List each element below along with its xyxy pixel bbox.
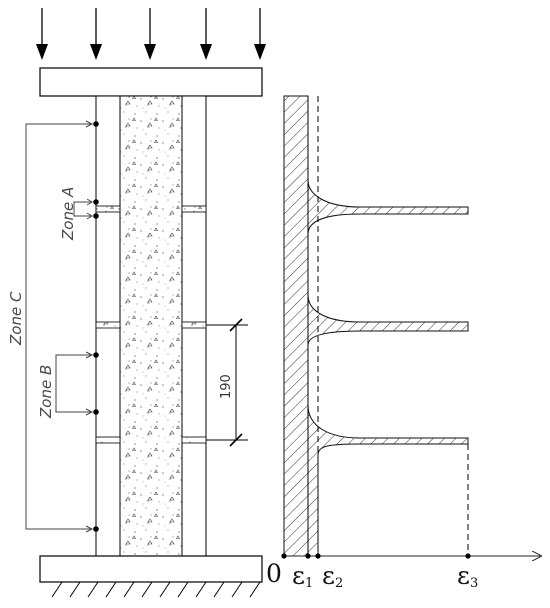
dimension-label: 190 xyxy=(219,374,234,399)
base-plate xyxy=(39,555,263,583)
gauge-points xyxy=(93,121,99,532)
load-arrow xyxy=(90,8,102,60)
load-arrow xyxy=(36,8,48,60)
zone-a-label: Zone A xyxy=(59,187,77,241)
zone-b-label: Zone B xyxy=(37,365,55,419)
top-loading-plate xyxy=(39,67,263,97)
origin-label: 0 xyxy=(266,559,282,588)
ground-hatch xyxy=(51,581,261,598)
zone-a-bracket xyxy=(73,198,93,220)
concrete-core xyxy=(119,95,183,557)
strain-distribution xyxy=(283,95,469,557)
epsilon-2-label: ε2 xyxy=(322,561,343,591)
axis-ticks xyxy=(281,553,471,559)
load-arrow xyxy=(254,8,266,60)
zone-c-bracket xyxy=(25,120,94,533)
load-arrows xyxy=(36,8,266,60)
epsilon-1-label: ε1 xyxy=(292,561,313,591)
zone-c-label: Zone C xyxy=(7,291,25,346)
load-arrow xyxy=(200,8,212,60)
column xyxy=(95,95,207,557)
dimension-line xyxy=(206,318,248,447)
zone-b-bracket xyxy=(55,351,94,416)
load-arrow xyxy=(144,8,156,60)
epsilon-3-label: ε3 xyxy=(457,561,478,591)
joint xyxy=(95,205,207,213)
